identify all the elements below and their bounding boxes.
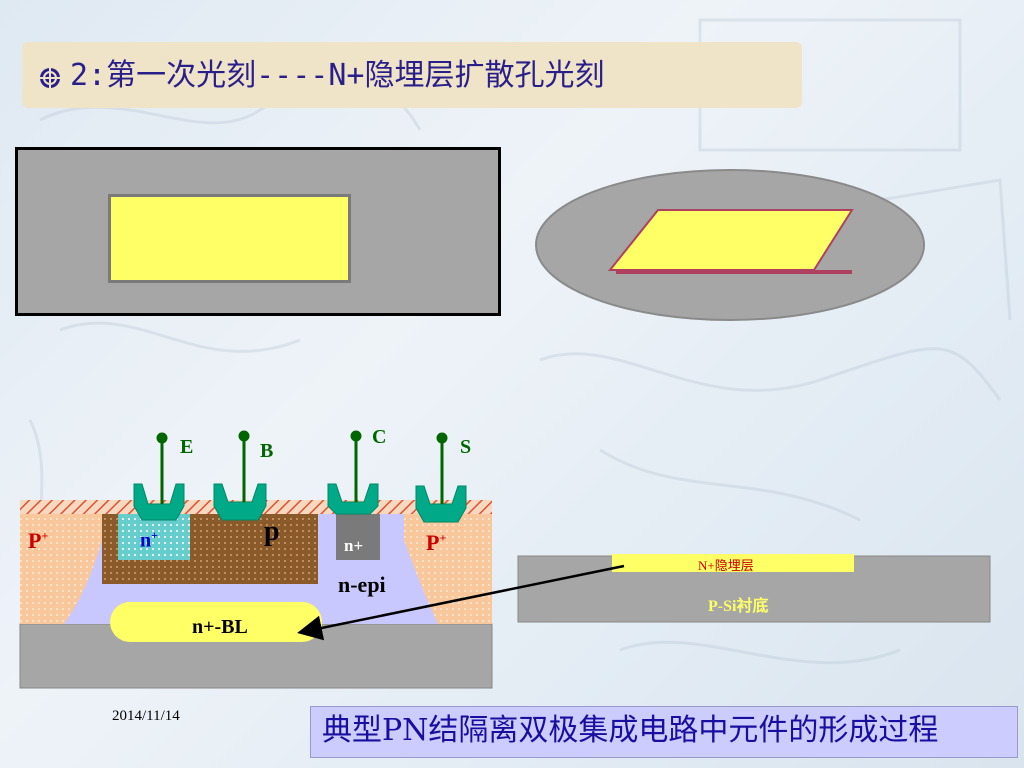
slide-date: 2014/11/14: [112, 708, 180, 724]
terminal-label-c: C: [372, 426, 387, 448]
n-plus-collector-label: n+: [344, 536, 364, 555]
terminal-label-s: S: [460, 436, 472, 458]
side-view-wafer: [517, 554, 991, 623]
buried-layer-label: n+-BL: [192, 616, 248, 638]
slide-title: 2:第一次光刻----N+隐埋层扩散孔光刻: [70, 58, 605, 93]
terminal-label-e: E: [180, 436, 194, 458]
title-bar: [22, 42, 802, 108]
terminal-label-b: B: [260, 440, 274, 462]
wafer-3d-view: [535, 169, 925, 321]
footer-banner: [310, 706, 1018, 758]
bipolar-cross-section: [19, 430, 493, 689]
n-plus-emitter-label: n+: [140, 528, 158, 552]
p-base-label: p: [264, 516, 280, 547]
buried-layer-side-label: N+隐埋层: [698, 558, 754, 573]
mask-window: [108, 194, 351, 283]
p-plus-right-label: P+: [426, 530, 447, 555]
crosshair-bullet-icon: [40, 68, 60, 88]
substrate-label: P-Si衬底: [708, 598, 769, 615]
p-plus-left-label: P+: [28, 528, 49, 553]
footer-text: 典型PN结隔离双极集成电路中元件的形成过程: [322, 713, 939, 748]
n-epi-label: n-epi: [338, 572, 386, 597]
